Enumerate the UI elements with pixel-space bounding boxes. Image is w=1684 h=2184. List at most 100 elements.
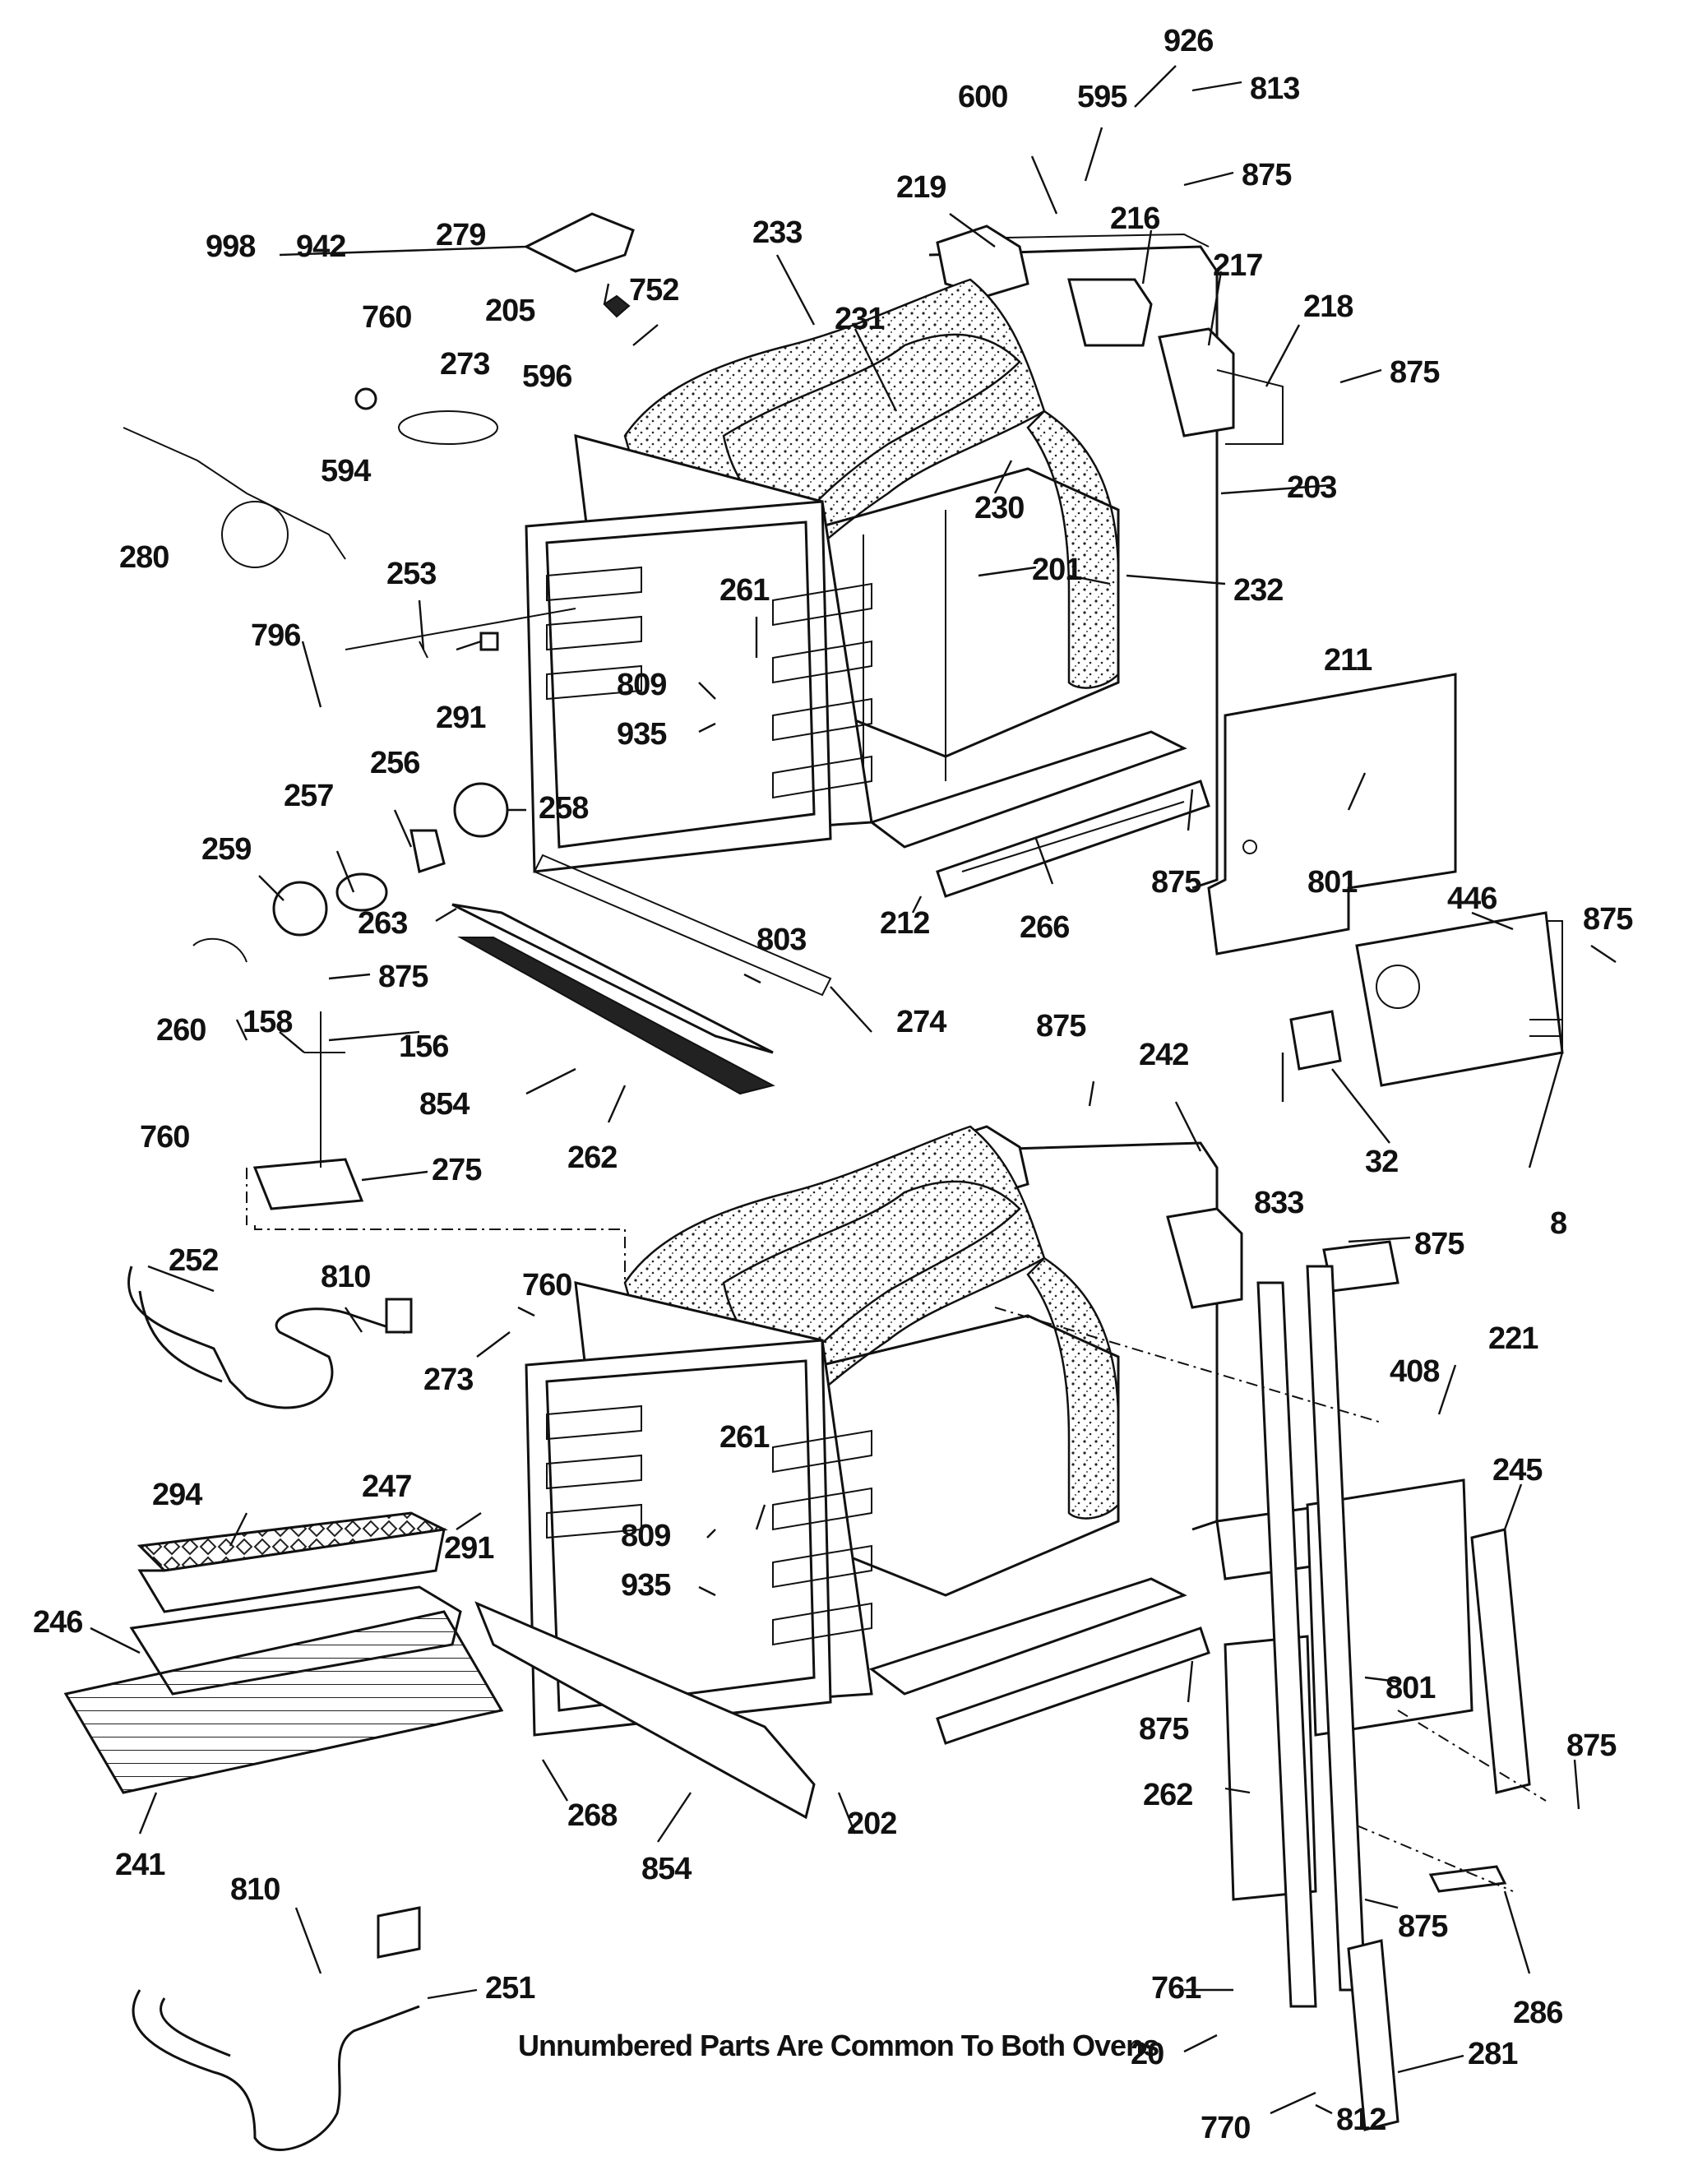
left-components — [63, 212, 832, 2151]
label-202: 202 — [847, 1807, 896, 1841]
label-408: 408 — [1390, 1354, 1439, 1389]
label-446: 446 — [1447, 881, 1497, 916]
socket-256 — [409, 829, 446, 873]
label-833: 833 — [1254, 1186, 1303, 1220]
label-273-lower: 273 — [423, 1363, 473, 1397]
lamp-socket-259 — [272, 881, 328, 937]
label-875-lower-right: 875 — [1414, 1227, 1464, 1261]
label-262-lower: 262 — [1143, 1778, 1192, 1812]
label-281: 281 — [1468, 2037, 1518, 2071]
label-854-lower: 854 — [641, 1852, 692, 1886]
label-813: 813 — [1250, 72, 1299, 106]
insulation-232 — [1026, 410, 1120, 689]
label-801-lower: 801 — [1386, 1671, 1436, 1705]
label-258: 258 — [539, 791, 588, 826]
label-241: 241 — [115, 1848, 165, 1882]
label-291-upper: 291 — [436, 701, 486, 735]
label-875-lower-mid: 875 — [1139, 1712, 1189, 1747]
label-594: 594 — [321, 454, 371, 488]
label-251: 251 — [485, 1971, 535, 2006]
label-801-upper: 801 — [1307, 865, 1358, 900]
panel-211 — [1207, 673, 1457, 956]
label-274: 274 — [896, 1005, 946, 1039]
label-211: 211 — [1324, 643, 1372, 678]
label-286-lower: 286 — [1513, 1996, 1562, 2030]
label-875-mid: 875 — [1036, 1009, 1086, 1043]
part-number-labels: 998 942 760 273 596 594 280 279 205 752 … — [33, 24, 1634, 2145]
label-259: 259 — [201, 832, 251, 867]
label-221: 221 — [1488, 1321, 1538, 1356]
wire-260 — [192, 937, 248, 963]
label-253: 253 — [386, 557, 436, 591]
label-291-lower: 291 — [444, 1531, 494, 1566]
label-256: 256 — [370, 746, 419, 780]
trim-274 — [533, 854, 832, 997]
bracket-218 — [1216, 369, 1284, 445]
label-809-upper: 809 — [617, 668, 666, 702]
bottom-trim-212 — [868, 730, 1187, 849]
label-217: 217 — [1213, 248, 1262, 283]
label-230: 230 — [974, 491, 1024, 525]
label-935-upper: 935 — [617, 717, 667, 752]
switch-32 — [1289, 1010, 1342, 1071]
vent-262 — [457, 937, 775, 1095]
upper-oven-front-frame — [525, 500, 832, 873]
label-810-lower: 810 — [230, 1872, 280, 1907]
label-203: 203 — [1287, 470, 1336, 505]
oven-rack-241 — [63, 1610, 504, 1794]
label-809-lower: 809 — [621, 1519, 670, 1553]
label-810-upper: 810 — [321, 1260, 370, 1294]
duct-217 — [1158, 327, 1235, 437]
label-245: 245 — [1492, 1453, 1543, 1488]
label-268: 268 — [567, 1798, 617, 1833]
bracket-245 — [1470, 1528, 1531, 1794]
label-275: 275 — [432, 1153, 482, 1187]
lens-258 — [453, 782, 509, 838]
trim-263 — [451, 903, 774, 1054]
label-263: 263 — [358, 906, 407, 941]
clip-205 — [603, 294, 631, 318]
shield-279 — [523, 212, 635, 273]
label-875-right: 875 — [1583, 902, 1633, 937]
label-935-lower: 935 — [621, 1568, 671, 1603]
label-760-mid: 760 — [522, 1268, 571, 1303]
label-156: 156 — [399, 1030, 448, 1064]
bracket-275 — [252, 1158, 364, 1210]
label-942: 942 — [296, 229, 345, 264]
vent-duct-219 — [936, 224, 1029, 298]
label-998: 998 — [206, 229, 255, 264]
bracket-221 — [1322, 1240, 1399, 1293]
label-246: 246 — [33, 1605, 82, 1640]
lower-oven-cavity — [474, 1125, 1243, 1820]
upper-oven-cavity — [525, 224, 1284, 898]
label-218: 218 — [1303, 289, 1353, 324]
label-247: 247 — [362, 1469, 411, 1504]
panel-446 — [1355, 911, 1564, 1087]
label-8: 8 — [1550, 1206, 1566, 1241]
label-32: 32 — [1365, 1145, 1398, 1179]
lower-oven-front-frame — [525, 1339, 832, 1737]
label-926: 926 — [1164, 24, 1213, 58]
label-875-upper-right: 875 — [1390, 355, 1440, 390]
label-595: 595 — [1077, 80, 1127, 114]
strip-286 — [1428, 1865, 1507, 1893]
label-201: 201 — [1032, 553, 1082, 587]
label-752: 752 — [629, 273, 678, 308]
label-260: 260 — [156, 1013, 206, 1048]
label-252: 252 — [169, 1243, 218, 1278]
label-232: 232 — [1233, 573, 1283, 608]
label-20: 20 — [1131, 2037, 1164, 2071]
hinge-281 — [1347, 1939, 1399, 2131]
probe-280 — [123, 427, 346, 560]
label-205: 205 — [485, 294, 535, 328]
label-219: 219 — [896, 170, 946, 205]
label-600: 600 — [958, 80, 1007, 114]
label-279: 279 — [436, 218, 485, 252]
label-257: 257 — [284, 779, 333, 813]
label-796: 796 — [251, 618, 300, 653]
label-294: 294 — [152, 1478, 202, 1512]
right-side-panels — [1207, 673, 1564, 2131]
label-261-upper: 261 — [719, 573, 770, 608]
label-761: 761 — [1151, 1971, 1201, 2006]
label-231: 231 — [835, 302, 885, 336]
